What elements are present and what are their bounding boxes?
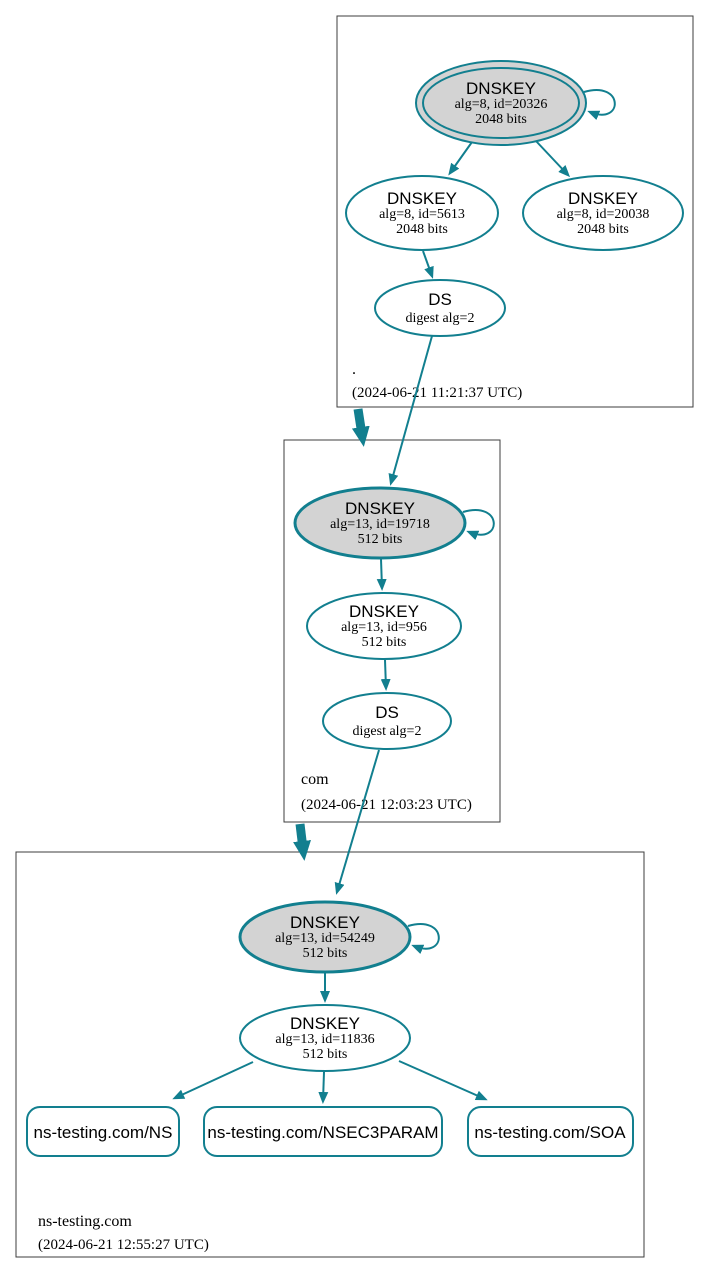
node-detail: digest alg=2 [353, 724, 422, 739]
zone-name-ns-testing-com: ns-testing.com [38, 1213, 132, 1230]
node-bits: 2048 bits [577, 222, 629, 237]
zone-timestamp-root: (2024-06-21 11:21:37 UTC) [352, 385, 522, 401]
dnskey-ksk-inner-ellipse [422, 67, 580, 139]
node-dnskey-5613[interactable]: DNSKEY alg=8, id=5613 2048 bits [345, 175, 499, 251]
node-bits: 2048 bits [475, 112, 527, 127]
self-signature-loop-ksk20326 [583, 89, 616, 121]
node-dnskey-11836[interactable]: DNSKEY alg=13, id=11836 512 bits [239, 1004, 411, 1072]
node-dnskey-20038[interactable]: DNSKEY alg=8, id=20038 2048 bits [522, 175, 684, 251]
dnskey-ellipse [239, 1004, 411, 1072]
rrset-rect-nsec3param [203, 1106, 443, 1157]
node-label: DS [375, 703, 399, 722]
dnskey-ellipse [345, 175, 499, 251]
ds-ellipse [374, 279, 506, 337]
node-label: DNSKEY [290, 913, 360, 932]
node-label: DNSKEY [290, 1014, 360, 1033]
node-label: DNSKEY [466, 79, 536, 98]
edge-dnskey5613-to-ds [422, 250, 434, 279]
node-dnskey-54249[interactable]: DNSKEY alg=13, id=54249 512 bits [238, 900, 412, 974]
node-label: ns-testing.com/SOA [474, 1123, 626, 1142]
node-label: DNSKEY [349, 602, 419, 621]
dnskey-ksk-outer-ellipse [415, 60, 587, 146]
self-signature-loop-ksk54249 [407, 923, 440, 955]
dnskey-ellipse [306, 592, 462, 660]
node-label: ns-testing.com/NS [34, 1123, 173, 1142]
delegation-arrow-com-to-ns-testing [293, 823, 311, 861]
zone-timestamp-com: (2024-06-21 12:03:23 UTC) [301, 797, 472, 813]
node-ds-com[interactable]: DS digest alg=2 [322, 692, 452, 750]
node-detail: alg=8, id=20038 [557, 207, 650, 222]
node-detail: alg=13, id=19718 [330, 517, 430, 532]
node-dnskey-956[interactable]: DNSKEY alg=13, id=956 512 bits [306, 592, 462, 660]
rrset-rect-ns [26, 1106, 180, 1157]
edge-ds-com-to-ksk-ns-testing [334, 749, 380, 895]
node-rrset-nsec3param[interactable]: ns-testing.com/NSEC3PARAM [203, 1106, 443, 1157]
node-label: DS [428, 290, 452, 309]
node-bits: 2048 bits [396, 222, 448, 237]
node-detail: digest alg=2 [406, 311, 475, 326]
zone-name-com: com [301, 771, 329, 788]
edge-ds-root-to-ksk-com [388, 335, 433, 486]
node-detail: alg=8, id=5613 [379, 207, 465, 222]
dnskey-ellipse [522, 175, 684, 251]
node-detail: alg=13, id=11836 [275, 1032, 374, 1047]
node-dnskey-19718[interactable]: DNSKEY alg=13, id=19718 512 bits [293, 486, 467, 560]
node-detail: alg=13, id=956 [341, 620, 427, 635]
node-detail: alg=8, id=20326 [455, 97, 548, 112]
node-rrset-ns[interactable]: ns-testing.com/NS [26, 1106, 180, 1157]
node-rrset-soa[interactable]: ns-testing.com/SOA [467, 1106, 634, 1157]
node-detail: alg=13, id=54249 [275, 931, 375, 946]
edge-ksk20326-to-dnskey20038 [535, 140, 571, 178]
node-bits: 512 bits [362, 635, 407, 650]
zone-name-root: . [352, 361, 356, 378]
node-label: ns-testing.com/NSEC3PARAM [207, 1123, 438, 1142]
ds-ellipse [322, 692, 452, 750]
dnskey-ksk-ellipse [293, 486, 467, 560]
node-dnskey-20326-trust-anchor[interactable]: DNSKEY alg=8, id=20326 2048 bits [415, 60, 587, 146]
node-label: DNSKEY [345, 499, 415, 518]
edge-dnskey11836-to-nsec3param-rrset [318, 1071, 329, 1104]
edge-ksk20326-to-dnskey5613 [448, 141, 473, 176]
edge-dnskey11836-to-soa-rrset [398, 1060, 488, 1101]
dnskey-ksk-ellipse [238, 900, 412, 974]
node-bits: 512 bits [303, 946, 348, 961]
edge-dnskey956-to-ds [380, 659, 391, 691]
edge-dnskey11836-to-ns-rrset [172, 1061, 254, 1100]
delegation-arrow-root-to-com [351, 408, 370, 447]
self-signature-loop-ksk19718 [462, 509, 495, 541]
node-label: DNSKEY [568, 189, 638, 208]
node-label: DNSKEY [387, 189, 457, 208]
node-ds-root[interactable]: DS digest alg=2 [374, 279, 506, 337]
zone-timestamp-ns-testing-com: (2024-06-21 12:55:27 UTC) [38, 1237, 209, 1253]
node-bits: 512 bits [358, 532, 403, 547]
node-bits: 512 bits [303, 1047, 348, 1062]
edge-ksk19718-to-dnskey956 [376, 558, 387, 591]
rrset-rect-soa [467, 1106, 634, 1157]
